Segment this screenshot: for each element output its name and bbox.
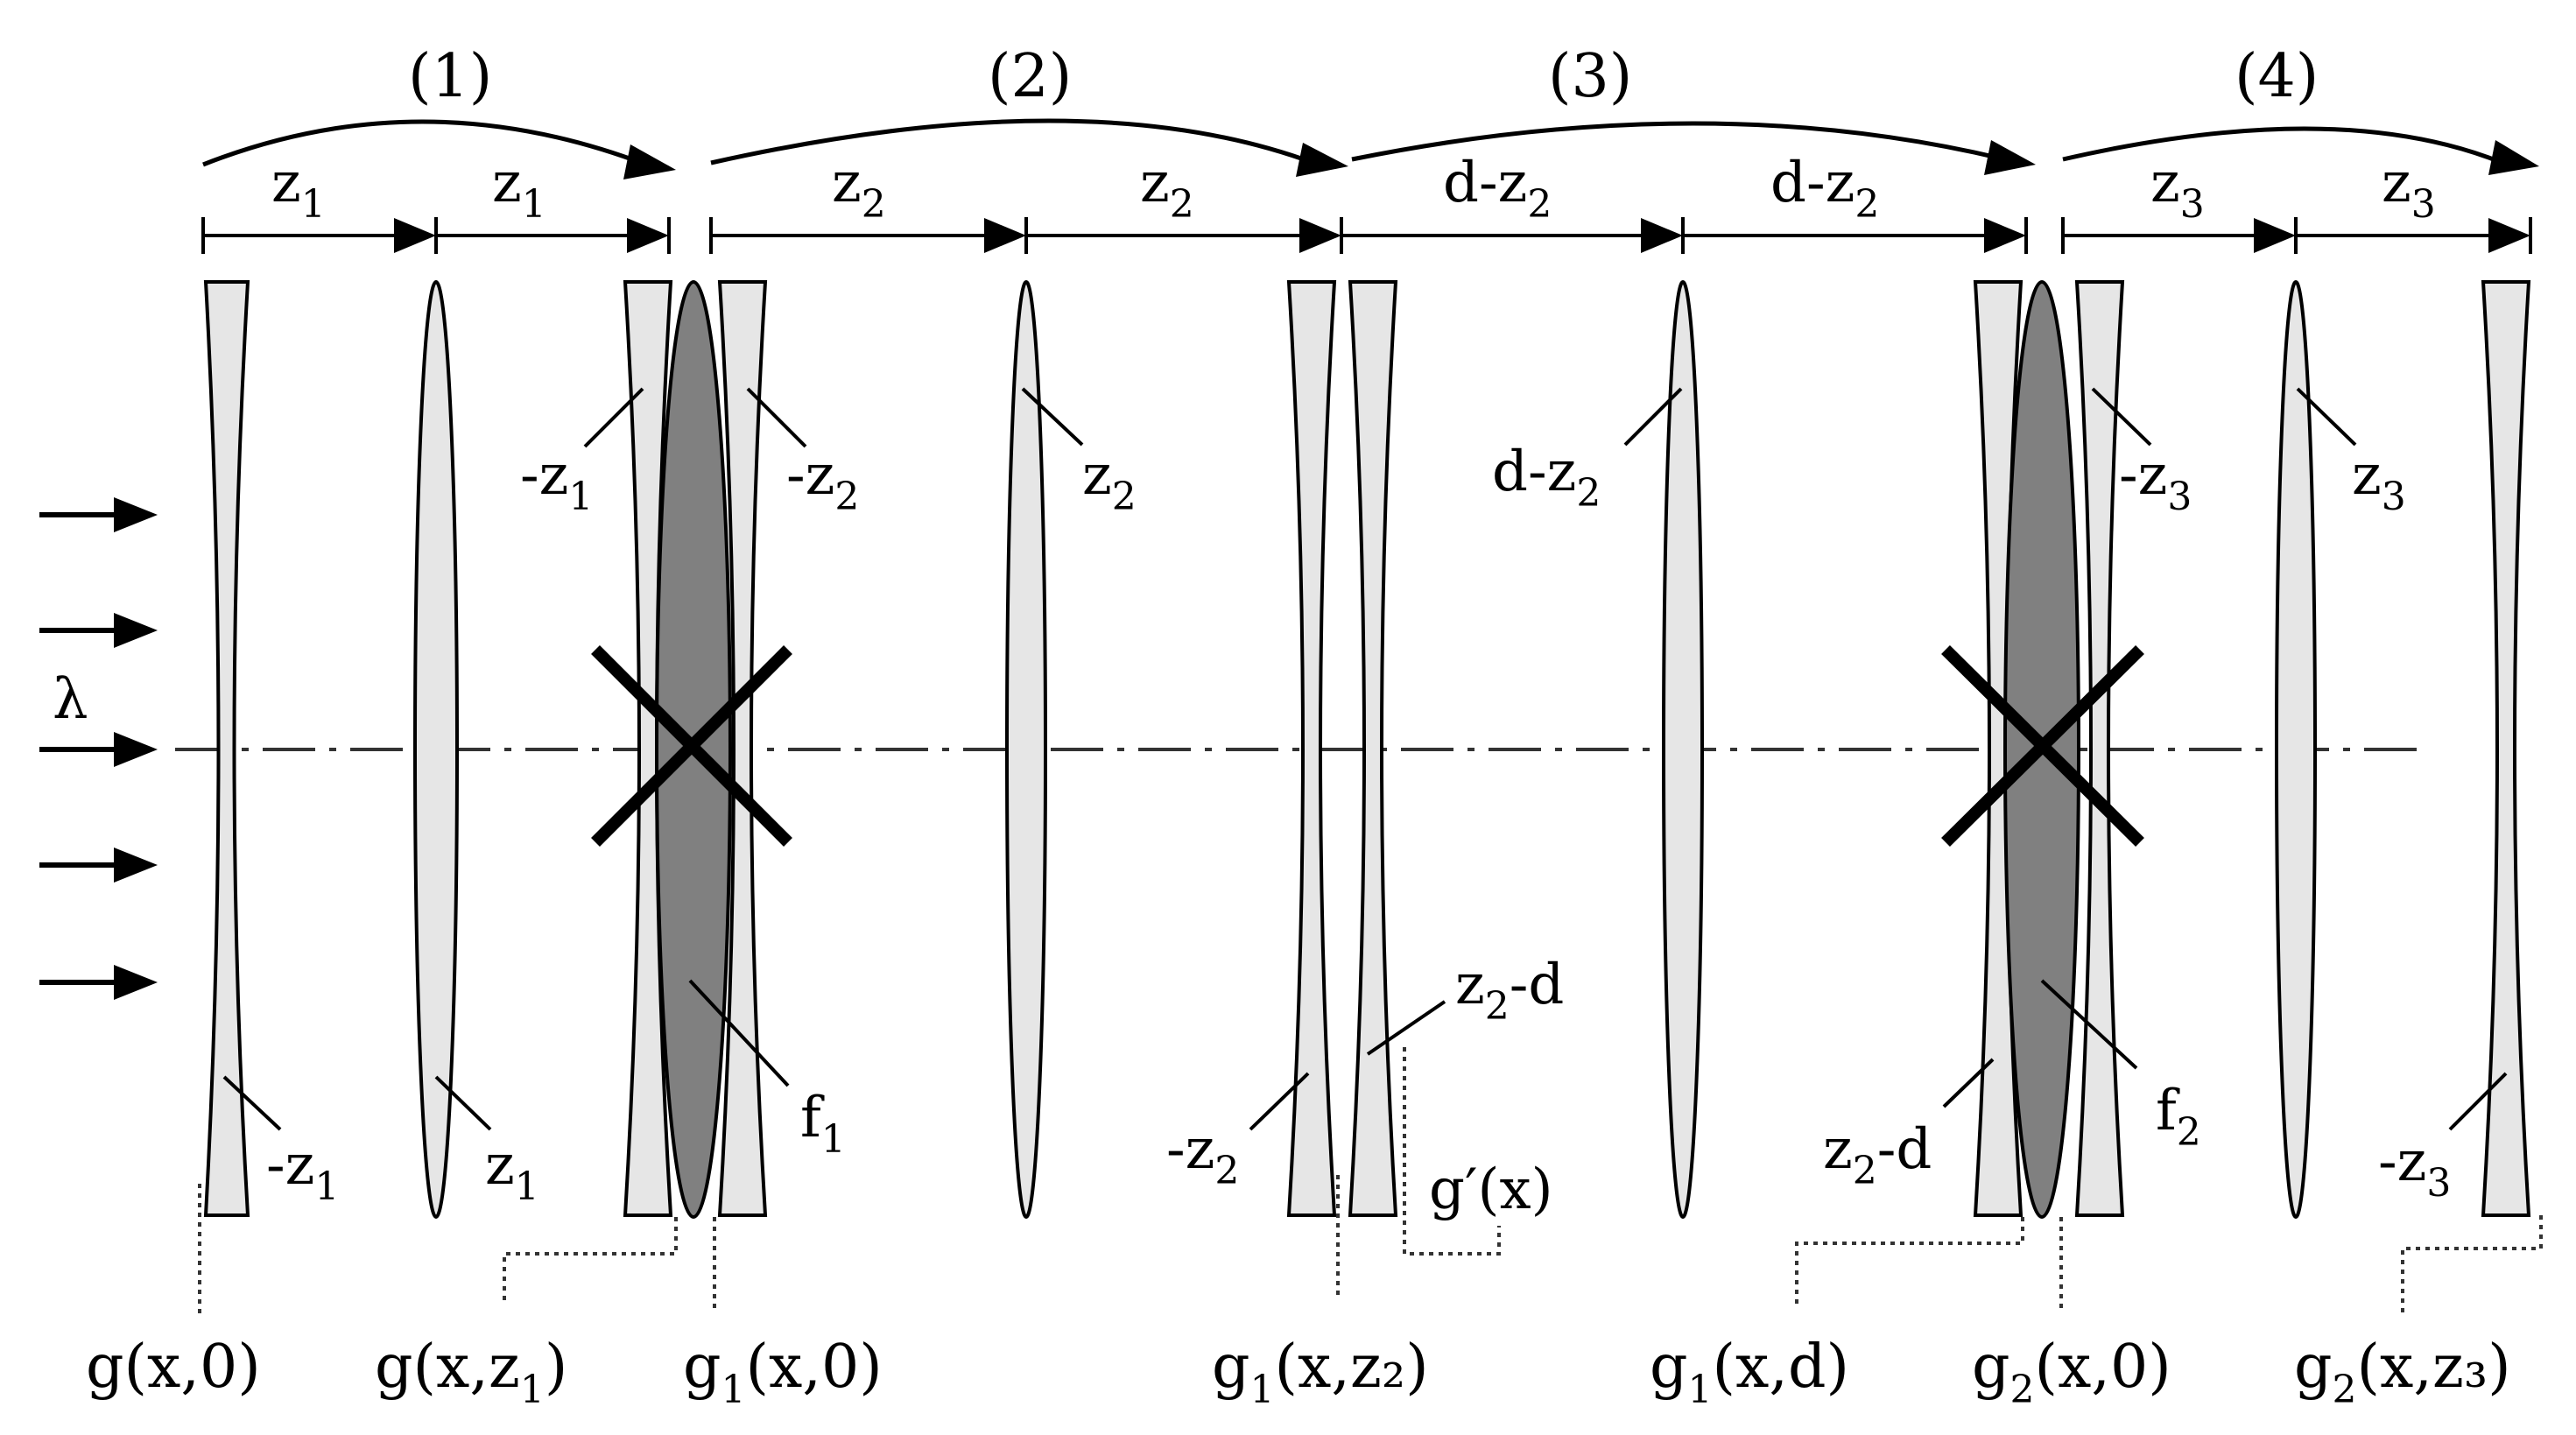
aperture-label: g′(x) (1429, 1157, 1553, 1222)
lens-label: -z3 (2119, 443, 2192, 519)
concave-lens (203, 280, 250, 1217)
plane-label: g(x,z1) (375, 1333, 567, 1412)
lens-label: z2-d (1823, 1117, 1932, 1193)
distance-arrowheads (394, 218, 2530, 253)
distance-label: d-z2 (1443, 151, 1552, 227)
x-marks (591, 645, 2144, 847)
distance-label: d-z2 (1770, 151, 1879, 227)
distance-label: z2 (832, 151, 886, 227)
convex-lens (2275, 280, 2317, 1219)
distance-label: z3 (2382, 151, 2436, 227)
concave-lens (2074, 280, 2125, 1217)
stage-3-label: (3) (1548, 42, 1632, 111)
leader-lines (222, 387, 2508, 1131)
distance-label: z1 (271, 151, 326, 227)
plane-leaders (198, 1047, 2543, 1313)
plane-label: g2(x,z₃) (2294, 1333, 2511, 1412)
distance-label: z2 (1140, 151, 1194, 227)
stage-1-label: (1) (408, 42, 492, 111)
plane-label: g1(x,z₂) (1212, 1333, 1429, 1412)
concave-lens (1348, 280, 1398, 1217)
distance-label: z1 (492, 151, 546, 227)
stage-4-label: (4) (2235, 42, 2319, 111)
distance-label: z3 (2150, 151, 2205, 227)
stage-arcs (202, 118, 2503, 167)
convex-lens (1005, 280, 1047, 1219)
stage-arc-heads (623, 140, 2539, 179)
convex-lens (1662, 280, 1704, 1219)
lens-label: -z3 (2378, 1129, 2451, 1206)
lens-label: f1 (800, 1086, 846, 1162)
plane-label: g1(x,d) (1650, 1333, 1849, 1412)
concave-lens (1286, 280, 1337, 1217)
lens-label: z2 (1082, 443, 1137, 519)
concave-lens (717, 280, 768, 1217)
lens-label: -z1 (266, 1133, 339, 1209)
lens-label: z3 (2352, 443, 2406, 519)
wavelength-label: λ (53, 667, 88, 732)
concave-lens (2481, 280, 2531, 1217)
plane-label: g1(x,0) (683, 1333, 883, 1412)
lens-label: z1 (485, 1133, 539, 1209)
plane-label: g2(x,0) (1972, 1333, 2171, 1412)
convex-lens (413, 280, 459, 1219)
lens-label: -z2 (1166, 1117, 1239, 1193)
lens-label: -z1 (520, 443, 593, 519)
lens-label: f2 (2156, 1079, 2201, 1155)
plane-label: g(x,0) (86, 1333, 261, 1402)
lens-label: d-z2 (1492, 440, 1601, 516)
lens-label: z2-d (1455, 953, 1564, 1029)
lens-label: -z2 (786, 443, 859, 519)
input-arrows (39, 497, 158, 1000)
stage-2-label: (2) (988, 42, 1072, 111)
